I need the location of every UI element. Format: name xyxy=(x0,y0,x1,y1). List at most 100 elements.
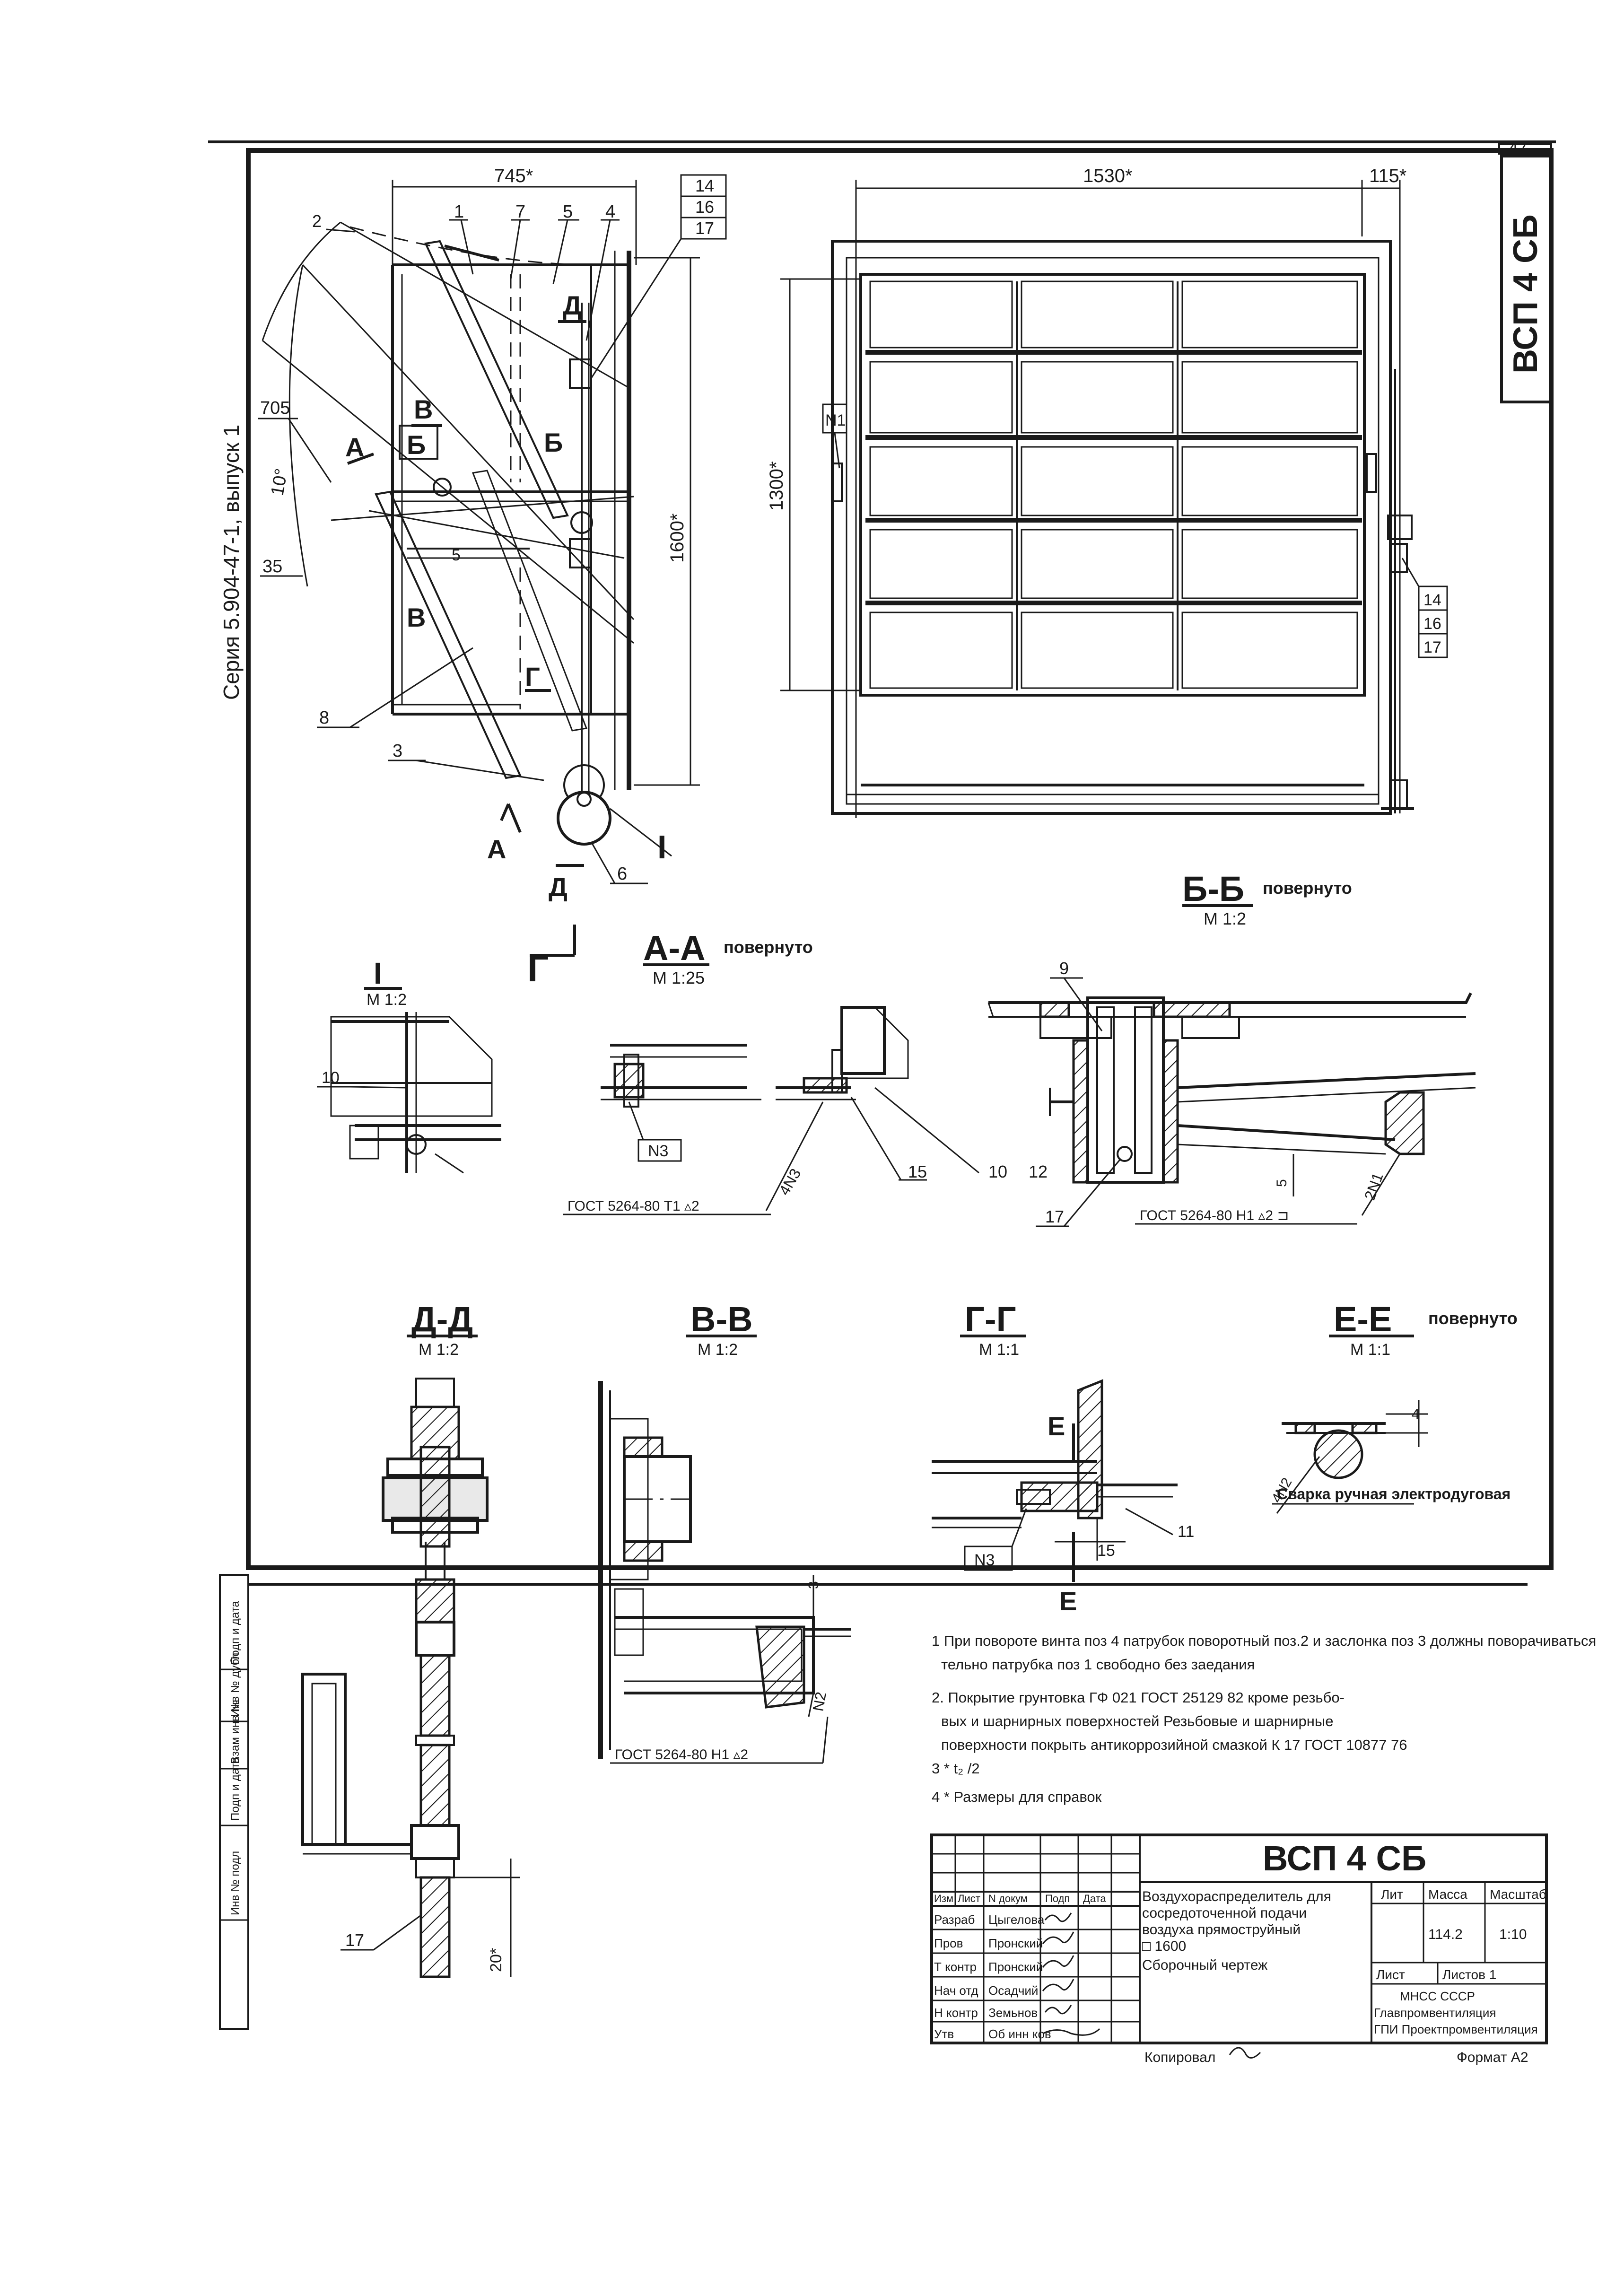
bb-label-9: 9 xyxy=(1059,959,1069,978)
section-vv: В-В М 1:2 3 N2 ГОСТ 5264-80 Н1 ▵2 xyxy=(598,1300,851,1764)
signature-1 xyxy=(1044,1912,1072,1922)
tb-sheets-label: Листов 1 xyxy=(1442,1967,1496,1982)
section-aa-note: повернуто xyxy=(724,937,813,957)
detail-I-heading: I xyxy=(374,956,382,990)
section-bb-note: повернуто xyxy=(1263,878,1352,898)
section-ee-scale: М 1:1 xyxy=(1350,1341,1390,1359)
tb-role-4: Нач отд xyxy=(934,1983,978,1998)
tb-mass-label: Масса xyxy=(1428,1887,1467,1902)
tb-scale-label: Масштаб xyxy=(1490,1887,1546,1902)
dd-label-17: 17 xyxy=(345,1930,364,1950)
section-vv-heading: В-В xyxy=(690,1300,753,1339)
bb-gost: ГОСТ 5264-80 Н1 ▵2 ⊐ xyxy=(1140,1208,1289,1223)
gg-label-11: 11 xyxy=(1178,1523,1194,1541)
dim-5: 5 xyxy=(452,546,461,564)
tb-head-izm: Изм xyxy=(934,1893,953,1904)
tb-role-6: Утв xyxy=(934,2027,954,2041)
bb-label-17: 17 xyxy=(1045,1207,1064,1226)
section-ee-note: повернуто xyxy=(1428,1309,1518,1328)
copyist-signature xyxy=(1229,2047,1261,2059)
tb-name-5: Земьнов xyxy=(988,2006,1038,2020)
signature-6 xyxy=(1042,2028,1100,2036)
section-bb-title: Б-Б повернуто М 1:2 xyxy=(1182,869,1352,928)
label-2: 2 xyxy=(312,211,322,231)
section-aa-title: А-А повернуто М 1:25 xyxy=(643,928,813,987)
tb-name-1: Цыгелова xyxy=(988,1912,1045,1927)
note-2c: поверхности покрыть антикоррозийной смаз… xyxy=(941,1737,1407,1753)
section-gg-heading: Г-Г xyxy=(965,1300,1016,1339)
mark-V-bottom: В xyxy=(407,602,426,632)
footer: Копировал Формат А2 xyxy=(1144,2047,1528,2065)
stamp-cell-4: Подп и дата xyxy=(229,1757,242,1821)
section-dd: Д-Д М 1:2 20* 17 xyxy=(301,1300,520,1978)
dim-10deg: 10° xyxy=(268,467,292,498)
tb-name-3: Пронский xyxy=(988,1960,1043,1974)
tb-doc-code: ВСП 4 СБ xyxy=(1263,1839,1426,1878)
section-bb-scale: М 1:2 xyxy=(1204,909,1246,928)
footer-format: Формат А2 xyxy=(1457,2050,1528,2065)
tb-desc-3: воздуха прямоструйный xyxy=(1142,1922,1301,1938)
ee-dim-4: 4 xyxy=(1412,1406,1420,1422)
tb-name-6: Об инн ков xyxy=(988,2027,1051,2041)
tb-head-doc: N докум xyxy=(988,1893,1028,1904)
tb-name-4: Осадчий xyxy=(988,1983,1038,1998)
bb-label-5: 5 xyxy=(1274,1179,1290,1187)
section-aa-scale: М 1:25 xyxy=(653,968,705,987)
note-2b: вых и шарнирных поверхностей Резьбовые и… xyxy=(941,1713,1333,1729)
section-bb: 9 17 5 2N1 ГОСТ 5264-80 Н1 ▵2 ⊐ xyxy=(987,959,1476,1227)
label-14-front: 14 xyxy=(1423,591,1441,609)
mark-G-main: Г xyxy=(525,662,540,691)
label-8: 8 xyxy=(319,708,329,728)
signature-3 xyxy=(1042,1955,1074,1968)
dim-745: 745* xyxy=(494,166,533,186)
main-view-labels: 1 7 5 4 14 16 17 2 705 10° 35 5 8 3 6 xyxy=(258,174,727,902)
label-14: 14 xyxy=(695,176,714,195)
tb-org-2: Главпромвентиляция xyxy=(1374,2006,1496,2020)
page-number: 47 xyxy=(1509,138,1528,157)
aa-label-N3: N3 xyxy=(648,1142,668,1160)
title-block: ВСП 4 СБ Воздухораспределитель для сосре… xyxy=(930,1833,1548,2044)
label-1: 1 xyxy=(454,202,464,222)
section-gg: Г-Г М 1:1 Е Е N3 15 11 xyxy=(932,1300,1194,1616)
tb-desc-4: □ 1600 xyxy=(1142,1938,1186,1954)
aa-label-15: 15 xyxy=(908,1162,927,1181)
aa-gost: ГОСТ 5264-80 Т1 ▵2 xyxy=(568,1198,699,1214)
tb-mass: 114.2 xyxy=(1428,1927,1463,1942)
mark-V-top: В xyxy=(414,394,433,424)
label-4: 4 xyxy=(605,202,615,222)
detail-I-scale: М 1:2 xyxy=(367,991,407,1009)
label-17: 17 xyxy=(695,218,714,238)
aa-label-4N3: 4N3 xyxy=(776,1166,804,1198)
footer-copied: Копировал xyxy=(1144,2050,1215,2065)
callout-I: I xyxy=(657,829,666,865)
tb-lit-label: Лит xyxy=(1381,1887,1403,1902)
tb-role-1: Разраб xyxy=(934,1912,975,1927)
sheet-code-vertical: ВСП 4 СБ xyxy=(1507,214,1545,374)
label-16-front: 16 xyxy=(1423,615,1441,633)
gg-mark-E-top: Е xyxy=(1048,1411,1065,1441)
tb-desc-1: Воздухораспределитель для xyxy=(1142,1889,1331,1904)
section-dd-scale: М 1:2 xyxy=(419,1341,459,1359)
dim-1300: 1300* xyxy=(766,461,787,511)
label-7: 7 xyxy=(515,202,525,222)
tb-head-list: Лист xyxy=(958,1893,980,1904)
front-view: 1530* 115* 1300* xyxy=(766,166,1448,818)
tb-head-date: Дата xyxy=(1083,1893,1106,1904)
tb-org-1: МНСС СССР xyxy=(1400,1989,1475,2003)
tb-scale: 1:10 xyxy=(1499,1927,1527,1942)
detail-I-label-10: 10 xyxy=(322,1069,340,1087)
section-dd-heading: Д-Д xyxy=(411,1300,473,1339)
stamp-cell-2: Инв № дубл xyxy=(229,1653,242,1717)
gg-label-N3: N3 xyxy=(974,1551,995,1569)
label-5: 5 xyxy=(563,202,573,222)
main-side-view: 745* 1600* xyxy=(262,166,700,846)
note-2a: 2. Покрытие грунтовка ГФ 021 ГОСТ 25129 … xyxy=(932,1689,1345,1706)
tb-role-2: Пров xyxy=(934,1936,963,1950)
label-16: 16 xyxy=(695,197,714,217)
vv-gost: ГОСТ 5264-80 Н1 ▵2 xyxy=(615,1747,748,1763)
gg-mark-E-bottom: Е xyxy=(1059,1586,1077,1616)
section-gg-scale: М 1:1 xyxy=(979,1341,1019,1359)
mark-B-left: Б xyxy=(407,430,426,460)
drawing-border xyxy=(246,148,1554,1570)
